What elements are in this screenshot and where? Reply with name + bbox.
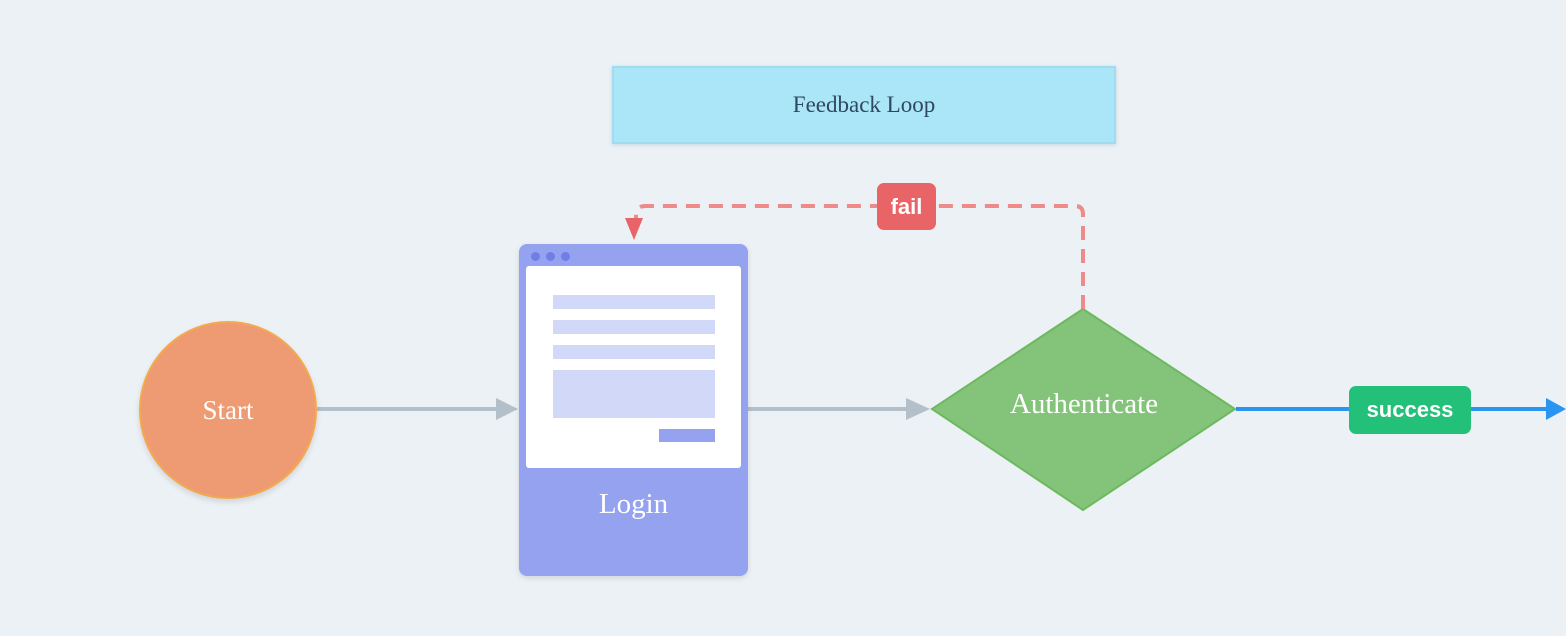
feedback-loop-group[interactable]: Feedback Loop bbox=[612, 66, 1116, 144]
login-form-icon bbox=[526, 266, 741, 468]
form-textarea-placeholder bbox=[553, 370, 715, 418]
fail-edge-label: fail bbox=[877, 183, 936, 230]
success-label-text: success bbox=[1366, 397, 1454, 422]
edge-fail-loop bbox=[634, 204, 1085, 309]
edge-start-login-arrowhead bbox=[496, 398, 518, 420]
start-node-label: Start bbox=[202, 394, 254, 425]
login-node-label: Login bbox=[598, 488, 669, 520]
success-edge-label: success bbox=[1349, 386, 1471, 434]
edge-login-authenticate-arrowhead bbox=[906, 398, 930, 420]
form-field-placeholder bbox=[553, 345, 715, 359]
authenticate-diamond[interactable] bbox=[930, 307, 1237, 512]
edge-fail-arrowhead bbox=[625, 218, 643, 240]
feedback-loop-label: Feedback Loop bbox=[792, 92, 936, 117]
start-node[interactable]: Start bbox=[139, 321, 317, 499]
fail-label-text: fail bbox=[890, 193, 923, 219]
form-field-placeholder bbox=[553, 295, 715, 309]
window-dots-icon bbox=[531, 252, 570, 261]
authenticate-node-label: Authenticate bbox=[1009, 388, 1159, 420]
form-field-placeholder bbox=[553, 320, 715, 334]
edge-success-arrowhead bbox=[1546, 398, 1566, 420]
login-node[interactable]: Login bbox=[519, 244, 748, 576]
form-submit-placeholder bbox=[659, 429, 715, 442]
